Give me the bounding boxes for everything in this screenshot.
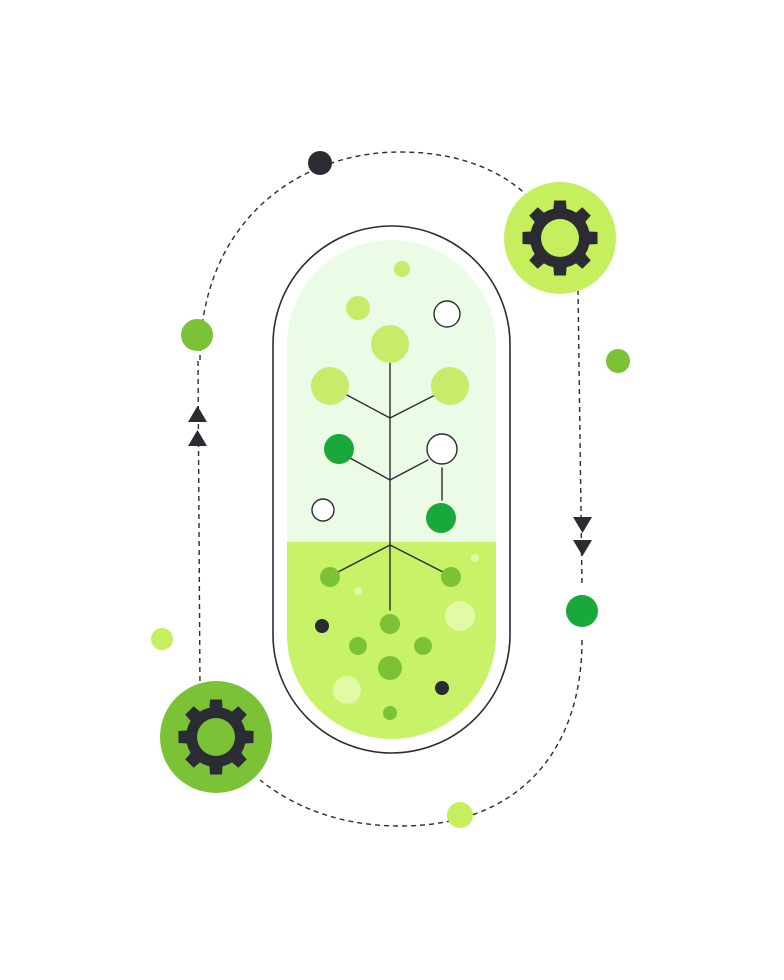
root-node-left — [320, 567, 340, 587]
leaf-outline-left-small — [311, 498, 335, 522]
triangle-down-icon — [573, 517, 592, 533]
leaf-bright-left — [324, 434, 354, 464]
triangle-up-icon — [188, 406, 207, 422]
leaf-right — [431, 367, 469, 405]
branch-upper-right — [389, 393, 438, 419]
soil-green-bottom — [383, 706, 397, 720]
root-tip — [380, 614, 400, 634]
dot-bright-green-right — [566, 595, 598, 627]
cycle-loop-top-arc — [199, 151, 549, 361]
gear-badge-top-right — [504, 182, 616, 294]
dot-lime-left — [151, 628, 173, 650]
root-node-right — [441, 567, 461, 587]
plant-branches — [337, 344, 444, 611]
arrows-up-icon — [188, 406, 207, 446]
soil-bubble-right — [445, 601, 475, 631]
branch-mid-left — [349, 457, 391, 481]
cycle-loop-right-side — [577, 289, 583, 586]
dot-lime-bottom — [447, 802, 473, 828]
soil-dark-dot-left — [315, 619, 329, 633]
gear-hole — [541, 219, 579, 257]
soil-green-left — [349, 637, 367, 655]
soil-green-right — [414, 637, 432, 655]
gear-icon — [522, 200, 598, 276]
soil-particles — [315, 554, 479, 720]
dot-green-left — [181, 319, 213, 351]
triangle-down-icon — [573, 540, 592, 556]
cycle-loop-left-side — [197, 359, 201, 691]
cycle-loop — [197, 151, 583, 827]
root-right — [389, 544, 444, 573]
gear-badge-bottom-left — [160, 681, 272, 793]
soil-dark-dot-right — [435, 681, 449, 695]
soil-bubble-left — [333, 676, 361, 704]
dot-dark-top — [308, 151, 332, 175]
branch-mid-right — [389, 459, 429, 481]
leaf-outline-right — [426, 433, 458, 465]
leaf-top-small — [394, 261, 410, 277]
leaf-left — [311, 367, 349, 405]
soil-dot-tiny-left — [354, 587, 362, 595]
dot-green-right — [606, 349, 630, 373]
leaf-crown — [371, 325, 409, 363]
leaf-outline-top-right — [433, 300, 461, 328]
soil-green-center — [378, 656, 402, 680]
root-left — [337, 544, 391, 573]
leaf-top-left — [346, 296, 370, 320]
triangle-up-icon — [188, 430, 207, 446]
branch-upper-left — [344, 393, 391, 419]
cycle-loop-bottom-arc — [259, 639, 583, 827]
leaf-bright-right — [426, 503, 456, 533]
arrows-down-icon — [573, 517, 592, 556]
gear-icon — [178, 699, 254, 775]
gear-hole — [197, 718, 235, 756]
soil-dot-tiny — [471, 554, 479, 562]
